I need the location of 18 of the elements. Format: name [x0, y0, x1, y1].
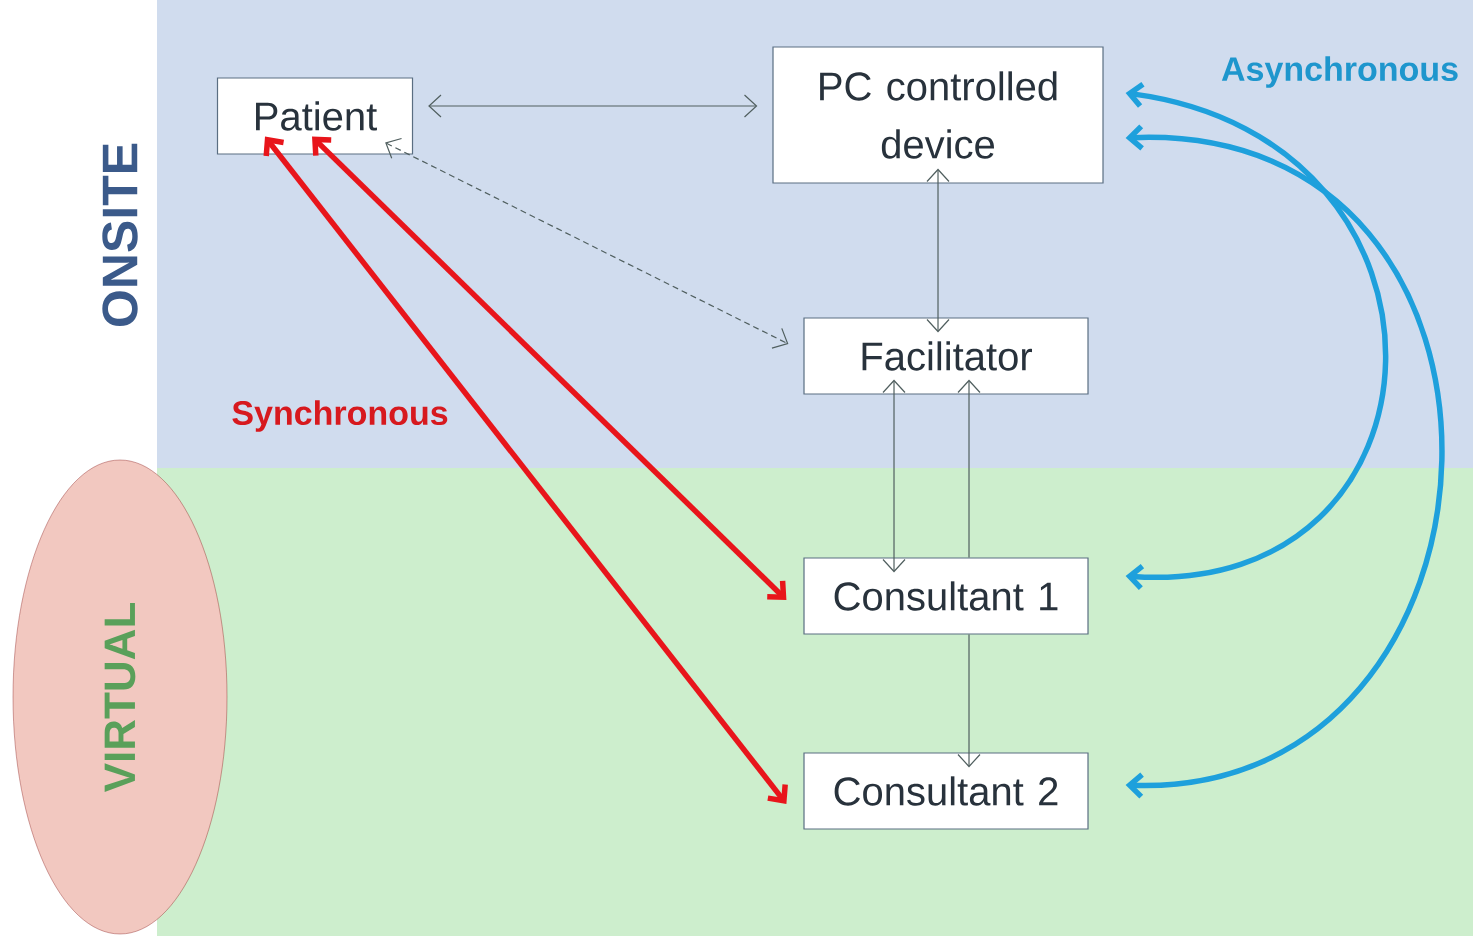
arrow	[1125, 81, 1389, 590]
arrow	[385, 137, 789, 349]
arrow	[428, 94, 758, 118]
arrow	[1125, 124, 1445, 799]
arrow	[957, 634, 981, 768]
mode-label: Synchronous	[232, 400, 448, 432]
arrow	[957, 379, 981, 558]
arrow	[263, 136, 788, 804]
arrow	[882, 379, 906, 573]
process-box: Consultant 2	[803, 752, 1089, 830]
band-title: ONSITE	[102, 143, 138, 326]
arrow	[312, 136, 787, 600]
mode-label: Asynchronous	[1221, 56, 1458, 88]
arrow	[926, 168, 950, 333]
process-box: Facilitator	[803, 317, 1089, 395]
process-box: Consultant 1	[803, 557, 1089, 635]
process-box: PC controlled device	[772, 46, 1104, 184]
process-box: Patient	[216, 77, 414, 155]
